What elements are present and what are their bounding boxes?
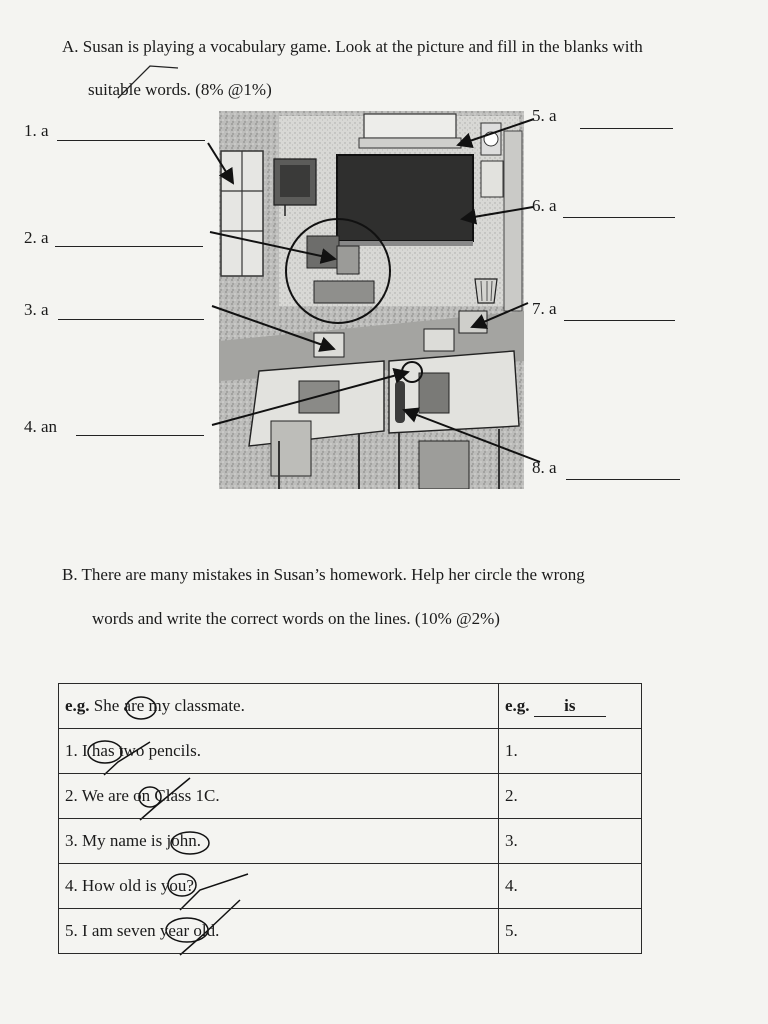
item-4-blank[interactable] xyxy=(76,434,204,436)
table-row: 2. We are on Class 1C. 2. xyxy=(58,773,642,819)
projector-screen xyxy=(358,113,462,149)
sentence-cell: 3. My name is john. xyxy=(58,818,499,864)
window xyxy=(220,150,264,277)
section-b-instruction-line2: words and write the correct words on the… xyxy=(92,609,500,628)
table-row: 3. My name is john. 3. xyxy=(58,818,642,864)
table-row-example: e.g. She are my classmate. e.g. is xyxy=(58,683,642,729)
example-label: e.g. xyxy=(65,696,90,715)
answer-cell[interactable]: 4. xyxy=(498,863,642,909)
item-3-label: 3. a xyxy=(24,300,49,319)
section-a-instruction-line2: suitable words. (8% @1%) xyxy=(88,80,272,99)
item-1-blank[interactable] xyxy=(57,139,205,141)
homework-table: e.g. She are my classmate. e.g. is 1. I … xyxy=(58,683,642,954)
schoolbag xyxy=(270,420,312,477)
item-4-label: 4. an xyxy=(24,417,58,436)
example-answer-label: e.g. xyxy=(505,695,530,715)
table-row: 1. I has two pencils. 1. xyxy=(58,728,642,774)
item-7-blank[interactable] xyxy=(564,319,675,321)
door xyxy=(503,130,523,312)
item-8-label: 8. a xyxy=(532,458,557,477)
item-2-blank[interactable] xyxy=(55,245,203,247)
section-b-instruction-line1: B. There are many mistakes in Susan’s ho… xyxy=(62,565,585,584)
section-a-instruction-line1: A. Susan is playing a vocabulary game. L… xyxy=(62,37,643,56)
table-row: 4. How old is you? 4. xyxy=(58,863,642,909)
item-6-label: 6. a xyxy=(532,196,557,215)
item-5-blank[interactable] xyxy=(580,127,673,129)
wastebasket xyxy=(474,278,498,304)
chair xyxy=(313,332,345,358)
example-answer: is xyxy=(533,696,606,717)
sentence-cell: 1. I has two pencils. xyxy=(58,728,499,774)
blackboard xyxy=(336,154,474,246)
answer-cell[interactable]: 2. xyxy=(498,773,642,819)
table-row: 5. I am seven year old. 5. xyxy=(58,908,642,954)
item-7-label: 7. a xyxy=(532,299,557,318)
answer-cell[interactable]: 1. xyxy=(498,728,642,774)
item-1-label: 1. a xyxy=(24,121,49,140)
example-answer-cell: e.g. is xyxy=(498,683,642,729)
item-3-blank[interactable] xyxy=(58,318,204,320)
classroom-picture xyxy=(219,111,524,489)
sentence-cell: 5. I am seven year old. xyxy=(58,908,499,954)
pencil-case xyxy=(395,381,405,423)
sentence-cell: 2. We are on Class 1C. xyxy=(58,773,499,819)
item-5-label: 5. a xyxy=(532,106,557,125)
answer-cell[interactable]: 5. xyxy=(498,908,642,954)
poster xyxy=(480,160,504,198)
sentence-cell: 4. How old is you? xyxy=(58,863,499,909)
clock xyxy=(480,122,502,156)
example-sentence: She are my classmate. xyxy=(93,696,245,715)
item-2-label: 2. a xyxy=(24,228,49,247)
answer-cell[interactable]: 3. xyxy=(498,818,642,864)
example-sentence-cell: e.g. She are my classmate. xyxy=(58,683,499,729)
item-8-blank[interactable] xyxy=(566,478,680,480)
television xyxy=(273,158,317,216)
item-6-blank[interactable] xyxy=(563,216,675,218)
